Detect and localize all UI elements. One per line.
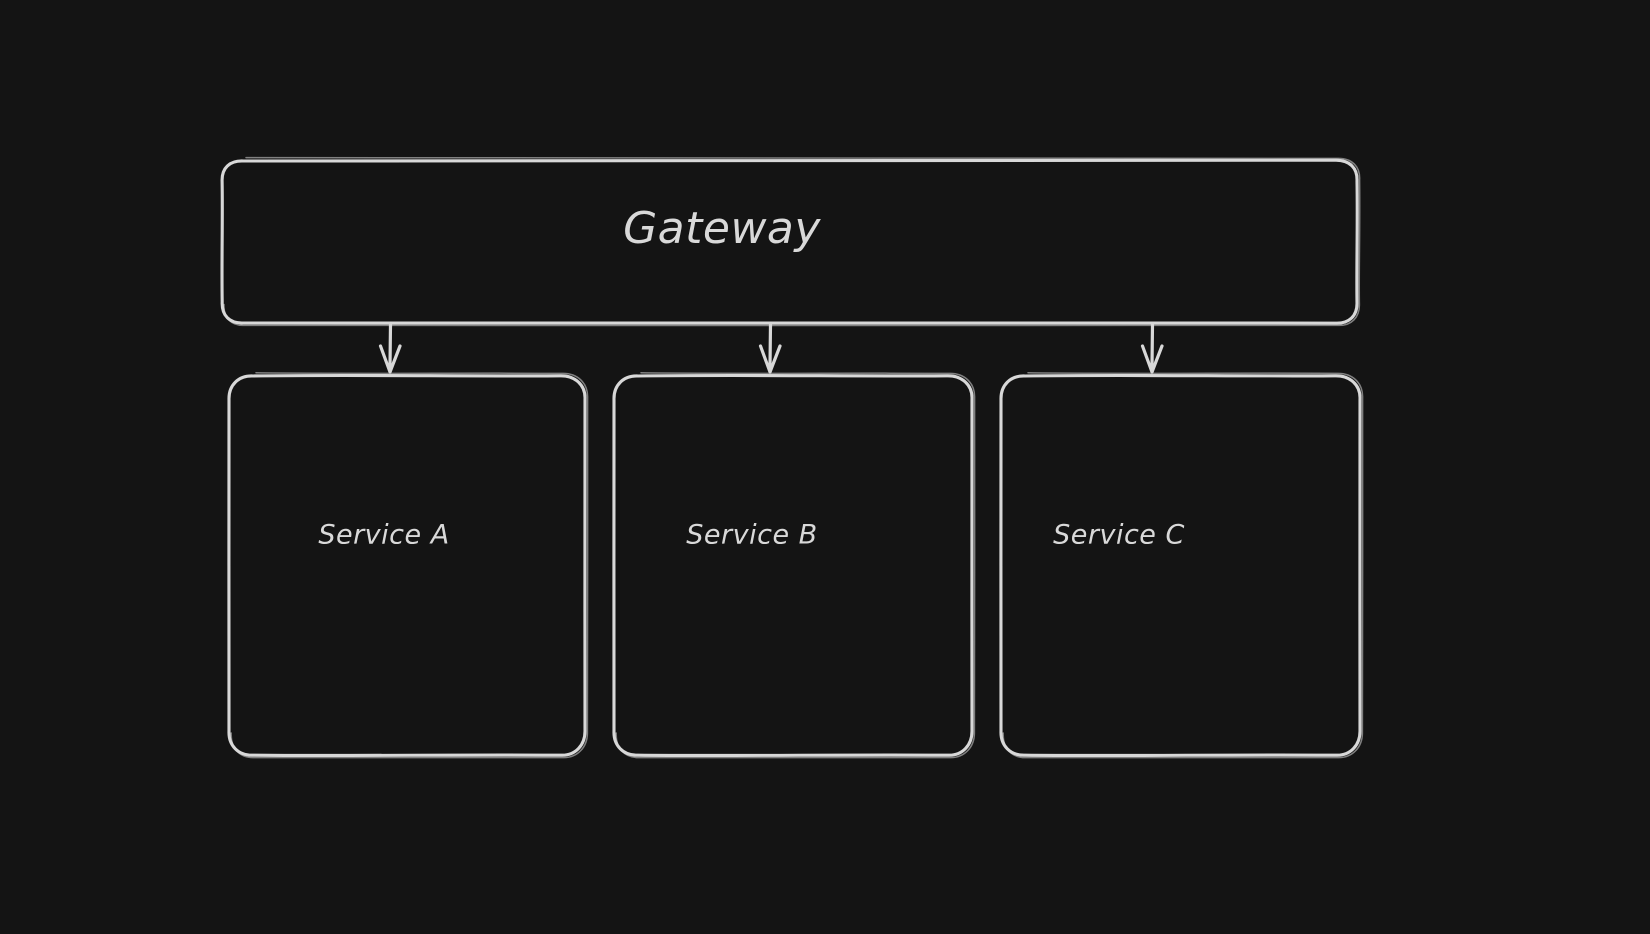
gateway-fill bbox=[222, 160, 1357, 323]
gateway-label: Gateway bbox=[623, 203, 821, 254]
service-a-label: Service A bbox=[318, 520, 449, 551]
service-a-fill bbox=[228, 375, 585, 755]
edge-gateway-service-b bbox=[758, 322, 782, 374]
service-c-fill bbox=[1000, 375, 1360, 755]
service-a-border bbox=[227, 373, 587, 758]
service-b-border-ghost bbox=[615, 372, 976, 759]
edge-c-line bbox=[1150, 322, 1155, 368]
gateway-border bbox=[220, 158, 1359, 325]
service-b-fill bbox=[613, 375, 972, 755]
service-c-border-ghost bbox=[1002, 372, 1364, 759]
edge-b-line bbox=[768, 322, 773, 368]
edge-b-arrowhead-icon bbox=[758, 344, 782, 374]
node-service-b[interactable]: Service B bbox=[612, 372, 976, 759]
edge-c-arrowhead-icon bbox=[1140, 344, 1164, 374]
service-c-border bbox=[999, 373, 1362, 758]
edge-gateway-service-c bbox=[1140, 322, 1164, 374]
service-b-border bbox=[612, 373, 974, 758]
service-b-label: Service B bbox=[686, 520, 817, 551]
service-a-border-ghost bbox=[230, 372, 589, 759]
edge-a-line bbox=[388, 322, 393, 368]
node-service-a[interactable]: Service A bbox=[227, 372, 589, 759]
node-gateway[interactable]: Gateway bbox=[220, 156, 1361, 327]
node-service-c[interactable]: Service C bbox=[999, 372, 1364, 759]
edge-a-arrowhead-icon bbox=[378, 344, 402, 374]
edge-gateway-service-a bbox=[378, 322, 402, 374]
service-c-label: Service C bbox=[1053, 520, 1185, 551]
gateway-border-ghost bbox=[223, 156, 1361, 327]
